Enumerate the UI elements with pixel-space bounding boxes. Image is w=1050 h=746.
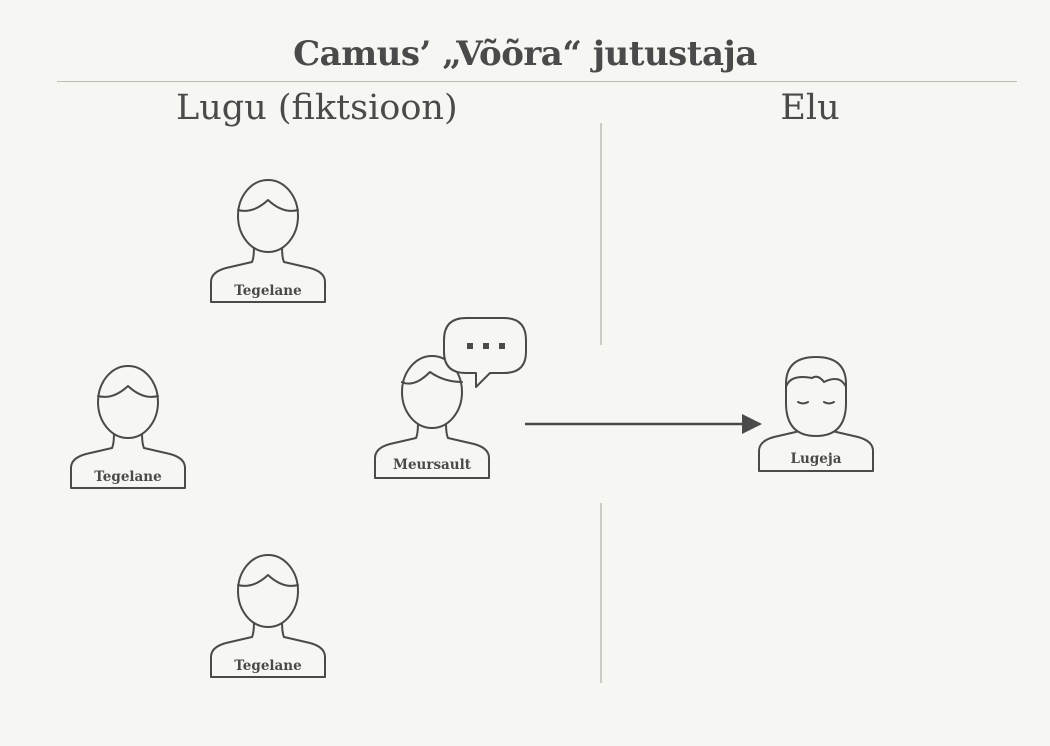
reader-figure: Lugeja	[758, 356, 874, 472]
diagram-title: Camus’ „Võõra“ jutustaja	[293, 34, 757, 74]
title-divider	[57, 81, 1017, 82]
character-label: Tegelane	[234, 658, 301, 674]
character-label: Tegelane	[234, 283, 301, 299]
character-label: Tegelane	[94, 469, 161, 485]
person-icon	[374, 355, 490, 479]
story-section-heading: Lugu (fiktsioon)	[176, 88, 458, 128]
person-icon	[70, 365, 186, 489]
narrator-label: Meursault	[393, 457, 472, 473]
reader-person-icon	[758, 356, 874, 472]
character-top-figure: Tegelane	[210, 179, 326, 303]
narrator-figure: Meursault	[374, 355, 490, 479]
character-bottom-figure: Tegelane	[210, 554, 326, 678]
character-left-figure: Tegelane	[70, 365, 186, 489]
reader-label: Lugeja	[791, 451, 842, 467]
ellipsis-speech-bubble-icon	[443, 317, 527, 388]
person-icon	[210, 179, 326, 303]
person-icon	[210, 554, 326, 678]
life-section-heading: Elu	[780, 88, 840, 128]
